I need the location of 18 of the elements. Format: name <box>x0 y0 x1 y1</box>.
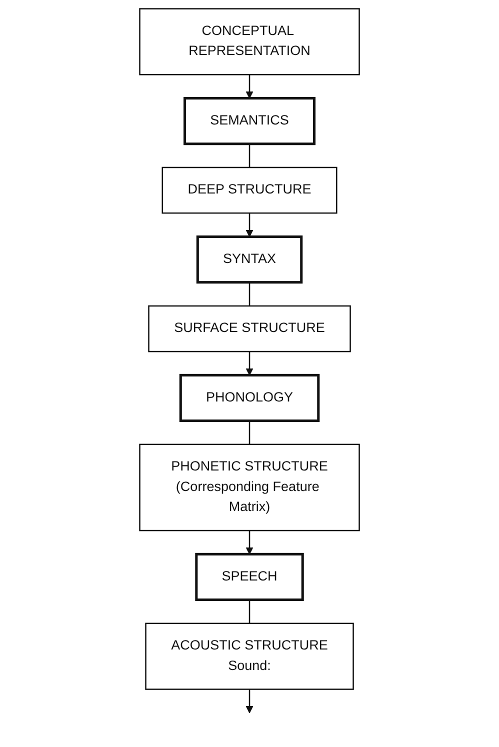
connector <box>248 282 250 306</box>
arrow <box>246 74 254 99</box>
node-box: SYNTAX <box>196 235 303 284</box>
connector <box>248 600 250 624</box>
arrow <box>246 352 254 376</box>
node-box: SPEECH <box>195 552 304 602</box>
connector <box>248 420 250 444</box>
arrow <box>246 689 254 714</box>
node-box: ACOUSTIC STRUCTURE Sound: <box>145 622 354 690</box>
node-box: DEEP STRUCTURE <box>162 166 338 214</box>
node-box: CONCEPTUAL REPRESENTATION <box>139 8 360 76</box>
node-box: PHONETIC STRUCTURE (Corresponding Feature Matrix) <box>139 444 360 532</box>
connector <box>248 144 250 168</box>
arrow <box>246 530 254 555</box>
arrow <box>246 213 254 238</box>
node-box: SEMANTICS <box>184 96 316 146</box>
node-box: PHONOLOGY <box>179 374 320 422</box>
node-box: SURFACE STRUCTURE <box>148 305 351 352</box>
